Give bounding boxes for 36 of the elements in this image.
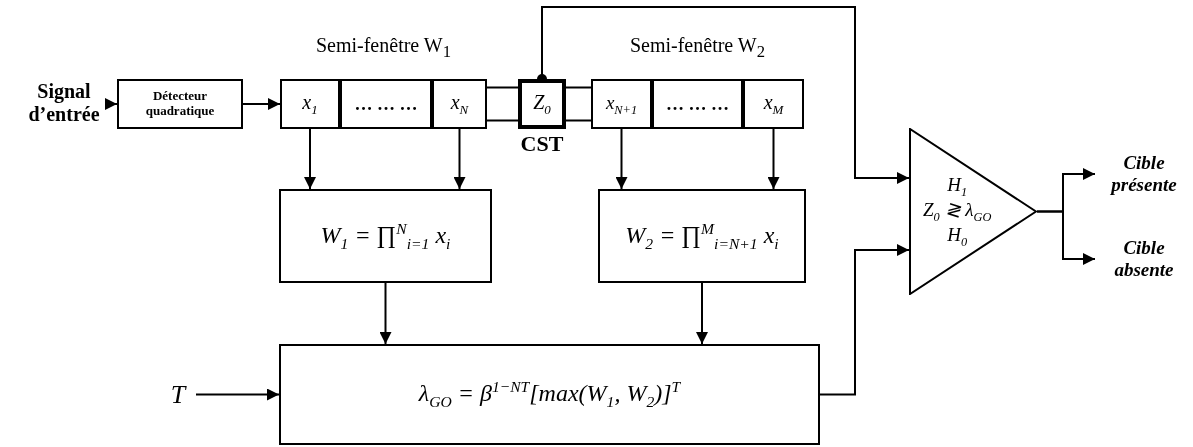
formula-box: W$_{2}$ = ∏$^{M}$$_{i=N+1}$ x$_{i}$	[598, 189, 806, 283]
cell-caption: CST	[519, 131, 565, 157]
formula-box: W$_{1}$ = ∏$^{N}$$_{i=1}$ x$_{i}$	[279, 189, 492, 283]
arrow	[242, 98, 281, 110]
arrow	[537, 6, 910, 184]
window-title: Semi-fenêtre W$_{1}$	[315, 34, 452, 62]
sample-cell: x$_{N+1}$	[591, 79, 652, 129]
connector-line	[565, 86, 592, 122]
arrow	[1036, 210, 1096, 265]
decision-rule: Z$_{0}$ ≷ λ$_{GO}$	[923, 199, 992, 224]
sample-cell: … … …	[340, 79, 432, 129]
input-label: T	[160, 375, 196, 415]
output-label: Cible absente	[1098, 231, 1190, 287]
connector-line	[486, 86, 519, 122]
output-label: Cible présente	[1098, 146, 1190, 202]
cell-under-test: Z$_{0}$	[518, 79, 566, 129]
window-title: Semi-fenêtre W$_{2}$	[629, 34, 766, 62]
arrow	[615, 128, 628, 190]
arrow	[819, 244, 910, 396]
comparator-triangle	[909, 128, 1037, 295]
arrow	[453, 128, 466, 190]
decision-rule: H$_{0}$	[947, 224, 968, 249]
arrow	[304, 128, 316, 190]
sample-cell: … … …	[652, 79, 743, 129]
arrow	[767, 128, 780, 190]
decision-rule: H$_{1}$	[947, 174, 968, 199]
arrow	[195, 388, 280, 401]
input-label: Signal d’entrée	[14, 74, 114, 132]
arrow	[379, 282, 392, 345]
sample-cell: x$_{M}$	[743, 79, 804, 129]
sample-cell: x$_{N}$	[432, 79, 487, 129]
arrow	[696, 282, 708, 345]
sample-cell: x$_{1}$	[280, 79, 340, 129]
threshold-box: λ$_{GO}$ = β$^{1−NT}$[max(W$_{1}$, W$_{2}$)]$^{T}$	[279, 344, 820, 445]
process-box: Détecteur quadratique	[117, 79, 243, 129]
arrow	[105, 98, 118, 110]
